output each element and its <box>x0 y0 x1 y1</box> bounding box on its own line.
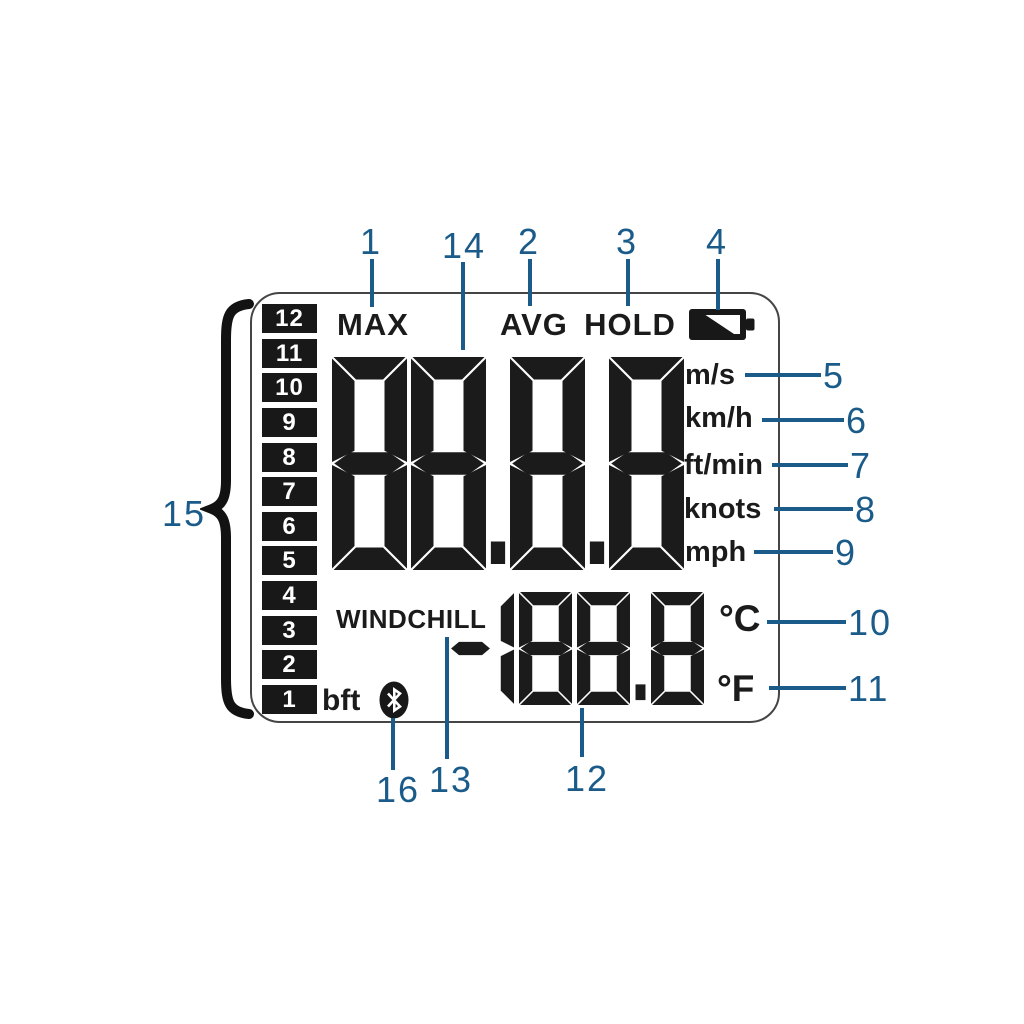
unit-fahrenheit: °F <box>717 668 755 709</box>
callout-4-line <box>716 259 720 310</box>
callout-13-label: 13 <box>428 759 474 800</box>
seven-segment-char <box>635 684 646 701</box>
seven-segment-char <box>651 592 704 705</box>
seven-segment-char <box>609 357 684 570</box>
main-speed-display <box>332 357 684 570</box>
beaufort-level: 9 <box>262 407 317 437</box>
callout-6-label: 6 <box>846 400 869 441</box>
avg-indicator: AVG <box>500 307 568 342</box>
unit-mph: mph <box>685 536 747 568</box>
unit-celsius: °C <box>719 598 761 639</box>
beaufort-level: 12 <box>262 304 317 333</box>
callout-15-label: 15 <box>161 493 207 534</box>
callout-6-line <box>762 418 844 422</box>
callout-8-line <box>774 507 853 511</box>
callout-2-line <box>528 259 532 306</box>
callout-12-label: 12 <box>564 758 610 799</box>
callout-12-line <box>580 708 584 757</box>
hold-indicator: HOLD <box>584 307 676 342</box>
seven-segment-char <box>589 541 605 564</box>
max-indicator: MAX <box>337 307 409 342</box>
beaufort-level: 8 <box>262 442 317 472</box>
callout-4-label: 4 <box>705 221 729 262</box>
seven-segment-char <box>411 357 486 570</box>
beaufort-level: 4 <box>262 581 317 610</box>
callout-3-label: 3 <box>615 221 639 262</box>
callout-14-line <box>461 262 465 350</box>
callout-8-label: 8 <box>855 489 878 530</box>
bft-label: bft <box>322 684 361 717</box>
callout-14-label: 14 <box>441 225 487 266</box>
seven-segment-char <box>510 357 585 570</box>
callout-9-line <box>754 550 833 554</box>
callout-2-label: 2 <box>517 221 541 262</box>
beaufort-level: 7 <box>262 477 317 507</box>
beaufort-brace <box>200 299 254 719</box>
unit-kmh: km/h <box>685 402 753 434</box>
callout-7-label: 7 <box>850 445 873 486</box>
callout-11-label: 11 <box>848 668 890 709</box>
windchill-display <box>450 592 704 705</box>
unit-knots: knots <box>684 493 762 525</box>
seven-segment-char <box>577 592 630 705</box>
callout-10-label: 10 <box>848 602 893 643</box>
windchill-label: WINDCHILL <box>336 604 487 634</box>
callout-11-line <box>769 686 846 690</box>
unit-ms: m/s <box>685 359 735 391</box>
unit-ftmin: ft/min <box>684 449 763 481</box>
beaufort-level: 10 <box>262 373 317 403</box>
callout-1-line <box>370 259 374 307</box>
seven-segment-char <box>332 357 407 570</box>
callout-1-label: 1 <box>359 221 383 262</box>
callout-5-line <box>745 373 821 377</box>
beaufort-level: 6 <box>262 511 317 541</box>
callout-3-line <box>626 259 630 306</box>
bluetooth-icon <box>379 681 409 719</box>
callout-16-line <box>391 718 395 770</box>
beaufort-level: 3 <box>262 615 317 645</box>
callout-9-label: 9 <box>835 532 858 573</box>
callout-13-line <box>445 637 449 759</box>
seven-segment-char <box>519 592 572 705</box>
callout-10-line <box>767 620 846 624</box>
callout-7-line <box>772 463 848 467</box>
beaufort-level: 5 <box>262 546 317 576</box>
callout-5-label: 5 <box>823 355 846 396</box>
callout-16-label: 16 <box>375 769 421 810</box>
seven-segment-char <box>451 641 490 656</box>
beaufort-scale: 12 11 10 9 8 7 6 5 4 3 2 1 <box>262 304 317 714</box>
beaufort-level: 2 <box>262 650 317 680</box>
seven-segment-char <box>490 541 506 564</box>
beaufort-level: 11 <box>262 338 317 368</box>
beaufort-level: 1 <box>262 684 317 714</box>
seven-segment-char <box>500 593 514 704</box>
battery-low-icon <box>689 309 755 340</box>
